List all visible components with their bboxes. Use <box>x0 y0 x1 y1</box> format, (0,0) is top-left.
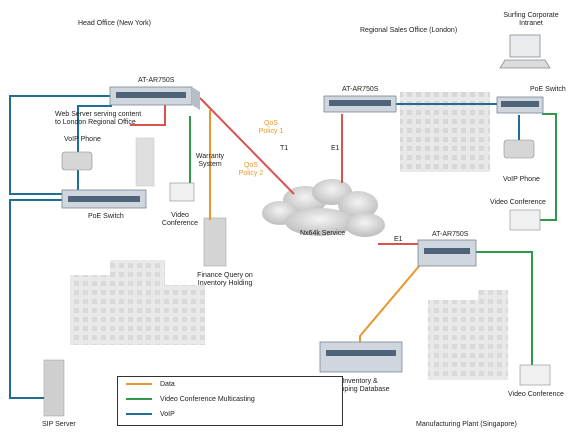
sip-server-label: SIP Server <box>42 421 76 428</box>
legend: Data Video Conference Multicasting VoIP <box>117 376 343 426</box>
surfing-line2: Intranet <box>519 20 543 27</box>
surfing-intranet-label: Surfing Corporate Intranet <box>496 12 566 28</box>
london-building <box>400 92 490 172</box>
video-conference-london-label: Video Conference <box>490 199 546 206</box>
poe-switch-london <box>496 96 544 114</box>
e1-singapore-label: E1 <box>394 236 403 243</box>
voip-phone-london-label: VoIP Phone <box>503 176 540 183</box>
web-server-label: Web Server serving content to London Reg… <box>55 111 141 127</box>
router-singapore <box>417 239 477 267</box>
voip-links <box>9 95 520 399</box>
video-hq-line1: Video <box>171 212 189 219</box>
warranty-line1: Warranty <box>195 153 225 160</box>
warranty-line2: System <box>198 161 222 168</box>
router-hq-label: AT-AR750S <box>138 77 175 84</box>
web-server-line2: to London Regional Office <box>55 119 136 126</box>
poe-switch-hq-label: PoE Switch <box>88 213 124 220</box>
web-server-line1: Web Server serving content <box>55 111 142 118</box>
web-server <box>135 137 155 187</box>
qos-policy-1-label: QoS Policy 1 <box>256 120 286 136</box>
router-hq <box>109 86 200 110</box>
qos1-line1: QoS <box>263 120 278 127</box>
laptop-icon <box>499 34 551 69</box>
legend-video: Video Conference Multicasting <box>126 395 255 405</box>
sip-server-box <box>43 359 65 417</box>
legend-video-swatch <box>126 398 152 401</box>
legend-voip: VoIP <box>126 410 175 420</box>
poe-switch-london-label: PoE Switch <box>530 86 566 93</box>
video-conference-sg-label: Video Conference <box>508 391 564 398</box>
manufacturing-plant-label: Manufacturing Plant (Singapore) <box>416 421 517 428</box>
legend-data: Data <box>126 380 175 390</box>
qos2-line1: QoS <box>243 162 258 169</box>
voip-phone-hq-icon <box>61 151 93 171</box>
video-conference-hq-icon <box>169 182 195 202</box>
inventory-database-label: Inventory & Shipping Database <box>322 378 398 394</box>
video-conference-sg-icon <box>519 364 551 386</box>
voip-phone-hq-label: VoIP Phone <box>64 136 101 143</box>
legend-voip-swatch <box>126 413 152 416</box>
nx64k-label: Nx64k Service <box>300 230 346 237</box>
legend-data-swatch <box>126 383 152 386</box>
inventory-line1: Inventory & <box>342 378 378 385</box>
legend-video-label: Video Conference Multicasting <box>160 396 255 403</box>
hq-building <box>70 260 205 345</box>
video-hq-line2: Conference <box>161 220 199 227</box>
router-london-label: AT-AR750S <box>342 86 379 93</box>
e1-london-label: E1 <box>331 145 340 152</box>
singapore-building <box>428 290 508 380</box>
poe-switch-hq <box>61 189 147 209</box>
video-conference-hq-label: Video Conference <box>160 212 200 228</box>
finance-line2: Inventory Holding <box>197 280 253 287</box>
t1-label: T1 <box>280 145 289 152</box>
video-conference-london-icon <box>509 209 541 231</box>
regional-office-label: Regional Sales Office (London) <box>360 27 458 34</box>
head-office-label: Head Office (New York) <box>78 20 152 27</box>
surfing-line1: Surfing Corporate <box>503 12 559 19</box>
qos2-line2: Policy 2 <box>238 170 264 177</box>
legend-data-label: Data <box>160 381 175 388</box>
warranty-system-label: Warranty System <box>192 153 228 169</box>
inventory-line2: Shipping Database <box>330 386 390 393</box>
qos1-line2: Policy 1 <box>258 128 284 135</box>
finance-line1: Finance Query on <box>197 272 253 279</box>
voip-phone-london-icon <box>503 139 535 159</box>
qos-policy-2-label: QoS Policy 2 <box>236 162 266 178</box>
router-singapore-label: AT-AR750S <box>432 231 469 238</box>
router-london <box>323 95 397 113</box>
nx64k-cloud <box>262 179 385 237</box>
finance-query-label: Finance Query on Inventory Holding <box>190 272 260 288</box>
finance-server-box <box>203 217 227 267</box>
video-links <box>189 113 557 368</box>
data-links <box>209 110 421 344</box>
inventory-database <box>319 341 403 373</box>
legend-voip-label: VoIP <box>160 411 175 418</box>
